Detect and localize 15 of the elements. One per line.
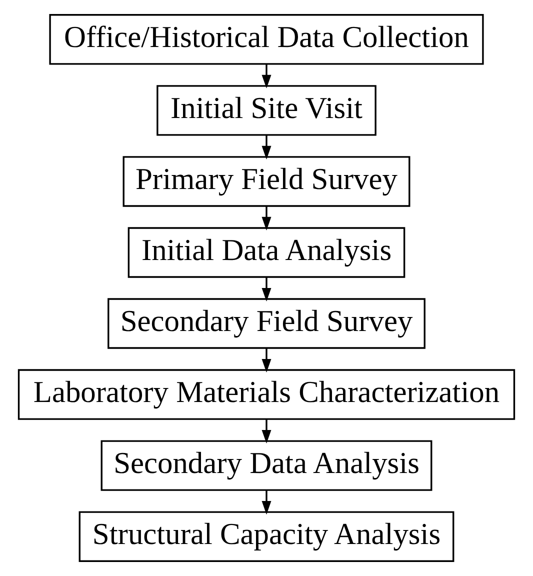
arrow [262, 277, 272, 302]
node-box: Primary Field Survey [122, 156, 410, 207]
node-box: Secondary Field Survey [108, 298, 426, 349]
node-box: Initial Data Analysis [128, 227, 406, 278]
arrow [262, 64, 272, 88]
node-box: Initial Site Visit [156, 85, 376, 136]
arrow [262, 135, 272, 160]
node-box: Office/Historical Data Collection [49, 14, 484, 65]
node-box: Laboratory Materials Characterization [18, 369, 516, 420]
arrow [262, 419, 272, 444]
arrow [262, 490, 272, 515]
arrow [262, 206, 272, 230]
arrow [262, 348, 272, 373]
node-box: Secondary Data Analysis [100, 440, 432, 491]
node-box: Structural Capacity Analysis [78, 511, 454, 562]
